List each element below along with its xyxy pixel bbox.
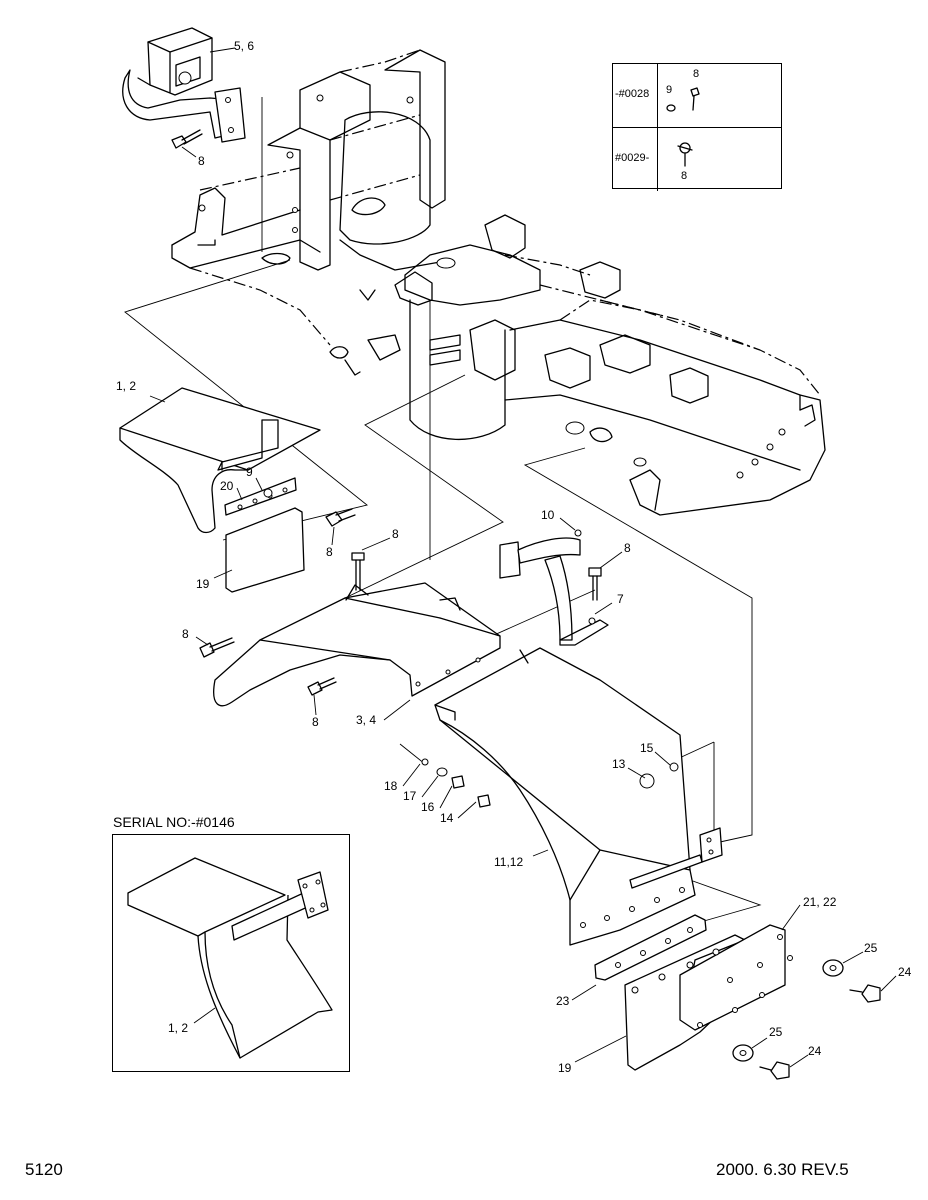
serial-cell: -#0028 bbox=[613, 64, 658, 127]
upper-frame bbox=[171, 49, 826, 516]
bolt-icon bbox=[171, 129, 203, 149]
inset-frame bbox=[112, 834, 350, 1072]
callout-label: 16 bbox=[421, 800, 435, 814]
part-number: 9 bbox=[666, 84, 673, 96]
callout-leaders bbox=[149, 47, 897, 1068]
callout-label: 10 bbox=[541, 508, 555, 522]
fastener-group bbox=[421, 758, 679, 808]
flange-bolt-icon bbox=[677, 142, 693, 167]
callout-label: 1, 2 bbox=[116, 379, 137, 393]
callout-label: 17 bbox=[403, 789, 417, 803]
callout-label: 15 bbox=[640, 741, 654, 755]
page-number: 5120 bbox=[25, 1160, 63, 1179]
serial-row: -#0028 9 8 bbox=[613, 64, 781, 127]
callout-label: 19 bbox=[196, 577, 210, 591]
callout-label: 18 bbox=[384, 779, 398, 793]
callout-label: 8 bbox=[392, 527, 399, 541]
bolt-washer-icon bbox=[666, 87, 700, 112]
callout-label: 14 bbox=[440, 811, 454, 825]
callout-label: 9 bbox=[246, 465, 253, 479]
front-fender-3-4 bbox=[213, 582, 501, 707]
part-number: 8 bbox=[693, 68, 700, 80]
bolt-icon bbox=[199, 552, 365, 696]
fender-stay-bracket bbox=[499, 529, 609, 646]
inset-fender-1-2 bbox=[127, 857, 333, 1059]
serial-range: #0029- bbox=[615, 152, 650, 164]
callout-label: 3, 4 bbox=[356, 713, 377, 727]
serial-number-table: -#0028 9 8 #0029- 8 bbox=[612, 63, 782, 191]
revision-date: 2000. 6.30 REV.5 bbox=[716, 1160, 849, 1179]
callout-label: 13 bbox=[612, 757, 626, 771]
callout-label: 1, 2 bbox=[168, 1021, 189, 1035]
rear-fender-11-12 bbox=[434, 647, 723, 946]
part-number: 8 bbox=[681, 170, 688, 182]
mud-flap-assembly bbox=[594, 914, 793, 1071]
bolt-icon bbox=[759, 984, 881, 1080]
callout-label: 8 bbox=[198, 154, 205, 168]
front-fender-small bbox=[119, 387, 321, 593]
callout-label: 11,12 bbox=[494, 855, 524, 869]
serial-row: #0029- 8 bbox=[613, 127, 781, 191]
callout-label: 24 bbox=[898, 965, 912, 979]
tow-hook-bracket bbox=[122, 27, 246, 143]
callout-label: 21, 22 bbox=[803, 895, 837, 909]
callout-label: 8 bbox=[312, 715, 319, 729]
callout-label: 23 bbox=[556, 994, 570, 1008]
callout-label: 20 bbox=[220, 479, 234, 493]
callout-label: 24 bbox=[808, 1044, 822, 1058]
inset-title: SERIAL NO:-#0146 bbox=[113, 814, 235, 830]
callout-label: 7 bbox=[617, 592, 624, 606]
bolt-icon bbox=[588, 567, 602, 601]
callout-label: 8 bbox=[182, 627, 189, 641]
callout-label: 8 bbox=[624, 541, 631, 555]
bolt-icon bbox=[325, 508, 356, 527]
serial-range: -#0028 bbox=[615, 88, 650, 100]
callout-label: 19 bbox=[558, 1061, 572, 1075]
washer-icon bbox=[732, 959, 844, 1062]
callout-label: 8 bbox=[326, 545, 333, 559]
serial-cell: #0029- bbox=[613, 128, 658, 191]
callout-label: 25 bbox=[769, 1025, 783, 1039]
callout-label: 5, 6 bbox=[234, 39, 255, 53]
callout-label: 25 bbox=[864, 941, 878, 955]
